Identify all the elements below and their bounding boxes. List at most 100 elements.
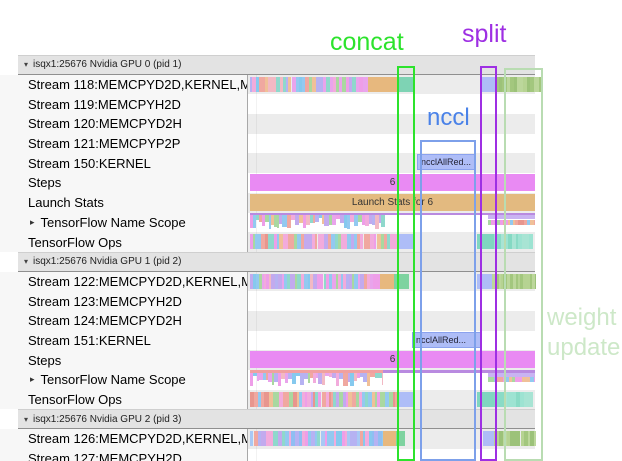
trace-event-block[interactable] bbox=[312, 76, 317, 92]
trace-event-block[interactable] bbox=[498, 273, 502, 289]
trace-event-block[interactable] bbox=[268, 391, 273, 407]
trace-namescope-block[interactable] bbox=[256, 372, 260, 382]
trace-event-block[interactable] bbox=[356, 234, 361, 250]
trace-event-block[interactable] bbox=[357, 273, 361, 289]
trace-event-block[interactable] bbox=[371, 431, 375, 447]
trace-event-block[interactable] bbox=[513, 76, 518, 92]
trace-event-block[interactable] bbox=[298, 431, 302, 447]
trace-event-block[interactable] bbox=[277, 234, 280, 250]
trace-event-block[interactable] bbox=[311, 234, 315, 250]
trace-event-block[interactable] bbox=[360, 273, 364, 289]
trace-event-block[interactable] bbox=[272, 391, 276, 407]
track-timeline[interactable] bbox=[248, 310, 535, 331]
track-timeline[interactable]: ncclAllRed... bbox=[248, 153, 535, 174]
track-label[interactable]: TensorFlow Ops bbox=[0, 389, 248, 410]
trace-event-block[interactable] bbox=[501, 273, 504, 289]
trace-event-block[interactable] bbox=[269, 273, 272, 289]
trace-event-block[interactable] bbox=[313, 273, 317, 289]
trace-namescope-block[interactable] bbox=[368, 215, 372, 224]
nccl-allreduce-event[interactable]: ncclAllRed... bbox=[417, 154, 475, 171]
trace-event-block[interactable] bbox=[257, 391, 261, 407]
trace-namescope-block[interactable] bbox=[347, 372, 351, 382]
trace-event-block[interactable] bbox=[336, 431, 340, 447]
trace-namescope-block[interactable] bbox=[530, 377, 534, 382]
trace-event-block[interactable] bbox=[281, 273, 284, 289]
track-label[interactable]: Stream 122:MEMCPYD2D,KERNEL,MI bbox=[0, 271, 248, 292]
trace-event-block[interactable] bbox=[285, 76, 289, 92]
trace-namescope-block[interactable] bbox=[318, 372, 323, 384]
trace-event-block[interactable] bbox=[363, 273, 367, 289]
trace-namescope-block[interactable] bbox=[271, 215, 274, 225]
trace-namescope-block[interactable] bbox=[329, 372, 333, 378]
trace-event-block[interactable] bbox=[527, 431, 530, 447]
trace-event-block[interactable] bbox=[518, 273, 521, 289]
trace-event-block[interactable] bbox=[307, 273, 311, 289]
trace-namescope-block[interactable] bbox=[377, 372, 382, 379]
trace-event-block[interactable] bbox=[516, 391, 520, 407]
trace-event-block[interactable] bbox=[264, 391, 269, 407]
trace-event-block[interactable] bbox=[261, 273, 264, 289]
trace-event-block[interactable] bbox=[276, 76, 280, 92]
trace-namescope-block[interactable] bbox=[526, 219, 531, 225]
trace-event-block[interactable] bbox=[398, 234, 413, 250]
trace-event-block[interactable] bbox=[338, 76, 343, 92]
trace-event-block[interactable] bbox=[325, 391, 329, 407]
trace-event-block[interactable] bbox=[254, 391, 258, 407]
trace-namescope-block[interactable] bbox=[491, 219, 495, 225]
trace-event-block[interactable] bbox=[325, 273, 330, 289]
trace-namescope-block[interactable] bbox=[361, 215, 366, 226]
trace-namescope-block[interactable] bbox=[356, 372, 360, 378]
trace-event-block[interactable] bbox=[289, 391, 294, 407]
trace-namescope-block[interactable] bbox=[261, 215, 266, 226]
trace-namescope-block[interactable] bbox=[488, 377, 491, 382]
trace-namescope-block[interactable] bbox=[262, 372, 266, 380]
trace-namescope-block[interactable] bbox=[335, 215, 340, 220]
trace-event-block[interactable] bbox=[260, 76, 266, 92]
trace-event-block[interactable] bbox=[521, 234, 525, 250]
trace-namescope-block[interactable] bbox=[381, 215, 385, 227]
trace-event-block[interactable] bbox=[349, 273, 352, 289]
trace-event-block[interactable] bbox=[268, 76, 273, 92]
trace-namescope-block[interactable] bbox=[533, 219, 535, 225]
trace-event-block[interactable] bbox=[331, 234, 335, 250]
trace-event-block[interactable] bbox=[288, 76, 292, 92]
trace-event-block[interactable] bbox=[531, 234, 533, 250]
trace-event-block[interactable] bbox=[267, 234, 272, 250]
trace-event-block[interactable] bbox=[523, 76, 528, 92]
trace-event-block[interactable] bbox=[250, 391, 254, 407]
trace-event-block[interactable] bbox=[504, 234, 508, 250]
trace-event-block[interactable] bbox=[363, 234, 368, 250]
trace-event-block[interactable] bbox=[377, 431, 382, 447]
trace-namescope-block[interactable] bbox=[303, 215, 307, 228]
trace-event-block[interactable] bbox=[538, 76, 542, 92]
trace-namescope-block[interactable] bbox=[349, 215, 355, 223]
trace-event-block[interactable] bbox=[342, 391, 346, 407]
trace-namescope-block[interactable] bbox=[521, 219, 525, 225]
trace-event-block[interactable] bbox=[345, 273, 350, 289]
trace-event-block[interactable] bbox=[346, 76, 349, 92]
trace-event-block[interactable] bbox=[376, 273, 380, 289]
trace-event-block[interactable] bbox=[305, 431, 308, 447]
trace-namescope-block[interactable] bbox=[374, 372, 378, 378]
trace-event-block[interactable] bbox=[387, 234, 391, 250]
trace-event-block[interactable] bbox=[512, 234, 516, 250]
trace-event-block[interactable] bbox=[338, 273, 342, 289]
trace-event-block[interactable] bbox=[526, 391, 531, 407]
step-bar[interactable]: Launch Stats for 6 bbox=[250, 193, 535, 211]
trace-event-block[interactable] bbox=[380, 391, 384, 407]
trace-event-block[interactable] bbox=[310, 273, 314, 289]
trace-event-block[interactable] bbox=[335, 391, 339, 407]
trace-namescope-block[interactable] bbox=[252, 215, 256, 229]
trace-event-block[interactable] bbox=[377, 234, 382, 250]
trace-event-block[interactable] bbox=[314, 234, 318, 250]
trace-event-block[interactable] bbox=[355, 391, 359, 407]
trace-event-block[interactable] bbox=[282, 234, 287, 250]
trace-namescope-block[interactable] bbox=[287, 372, 292, 380]
trace-namescope-block[interactable] bbox=[497, 219, 501, 225]
trace-event-block[interactable] bbox=[368, 431, 372, 447]
trace-event-block[interactable] bbox=[329, 431, 332, 447]
trace-namescope-block[interactable] bbox=[354, 215, 358, 227]
trace-event-block[interactable] bbox=[302, 391, 306, 407]
trace-event-block[interactable] bbox=[282, 391, 286, 407]
trace-event-block[interactable] bbox=[328, 391, 331, 407]
